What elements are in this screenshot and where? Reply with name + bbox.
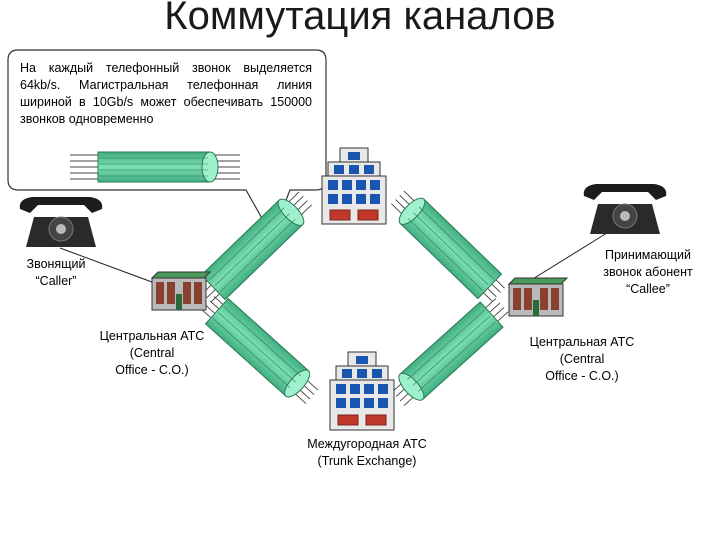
top-exchange-building-icon [321, 147, 387, 225]
left-central-office-label: Центральная АТС (Central Office - C.O.) [82, 328, 222, 379]
left-central-office-icon [150, 271, 212, 311]
trunk-line2: (Trunk Exchange) [317, 454, 417, 468]
left-co-line3: Office - C.O.) [115, 363, 189, 377]
right-central-office-icon [507, 277, 569, 317]
left-co-line2: (Central [129, 346, 175, 360]
trunk-exchange-label: Междугородная АТС (Trunk Exchange) [282, 436, 452, 470]
right-central-office-label: Центральная АТС (Central Office - C.O.) [512, 334, 652, 385]
right-co-line1: Центральная АТС [529, 335, 635, 349]
callout-cable-icon [70, 151, 240, 183]
callee-label-line3: “Callee” [626, 282, 670, 296]
trunk-cable-left-lower [201, 296, 319, 404]
callee-label-line2: звонок абонент [603, 265, 693, 279]
trunk-cable-right-upper [391, 190, 505, 302]
callout-text: На каждый телефонный звонок выделяется 6… [20, 61, 312, 126]
caller-telephone-icon [19, 197, 103, 247]
slide-title: Коммутация каналов [164, 0, 556, 38]
callee-telephone-icon [583, 184, 667, 234]
trunk-exchange-building-icon [329, 351, 395, 431]
right-co-line2: (Central [559, 352, 605, 366]
caller-line [59, 247, 161, 286]
callee-label-line1: Принимающий [605, 248, 691, 262]
right-co-line3: Office - C.O.) [545, 369, 619, 383]
trunk-line1: Междугородная АТС [307, 437, 427, 451]
left-co-line1: Центральная АТС [99, 329, 205, 343]
trunk-cable-left-upper [198, 191, 312, 303]
caller-label: Звонящий “Caller” [8, 256, 104, 290]
trunk-cable-right-lower [391, 298, 509, 406]
caller-label-line1: Звонящий [26, 257, 86, 271]
callee-label: Принимающий звонок абонент “Callee” [586, 247, 710, 298]
caller-label-line2: “Caller” [35, 274, 77, 288]
